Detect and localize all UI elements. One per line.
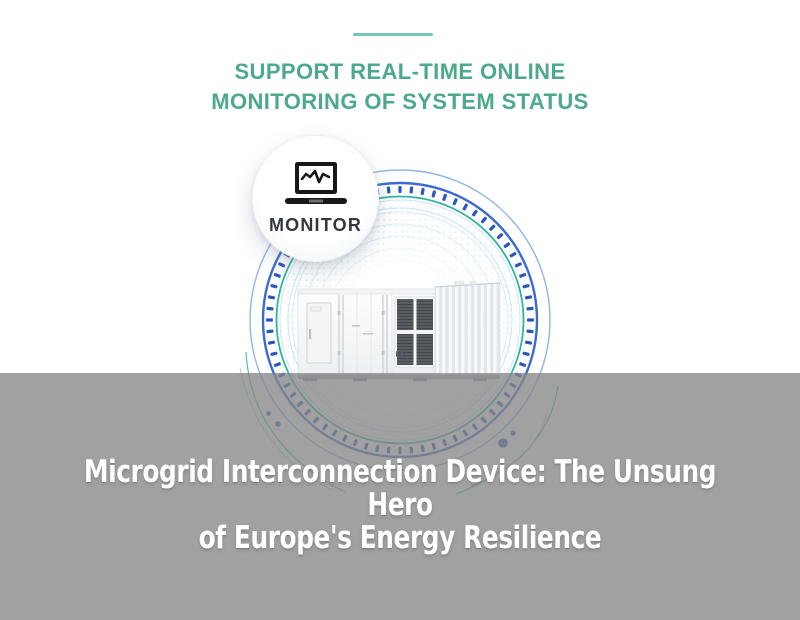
laptop-monitor-icon [284,161,347,204]
section-title: SUPPORT REAL-TIME ONLINE MONITORING OF S… [0,57,800,117]
container-door [306,302,332,364]
headline: Microgrid Interconnection Device: The Un… [80,373,720,555]
monitor-badge: MONITOR [252,135,379,262]
container-lock-rods [338,295,388,375]
accent-dash [353,33,433,36]
headline-line1: Microgrid Interconnection Device: The Un… [83,454,717,523]
energy-storage-container-image [297,281,501,381]
headline-overlay: Microgrid Interconnection Device: The Un… [0,373,800,620]
container-vent-grille [394,296,436,368]
section-title-line1: SUPPORT REAL-TIME ONLINE [234,59,566,84]
monitor-badge-label: MONITOR [268,214,363,235]
container-side-panel [434,282,501,378]
headline-line2: of Europe's Energy Resilience [198,520,602,556]
section-title-line2: MONITORING OF SYSTEM STATUS [211,89,589,114]
